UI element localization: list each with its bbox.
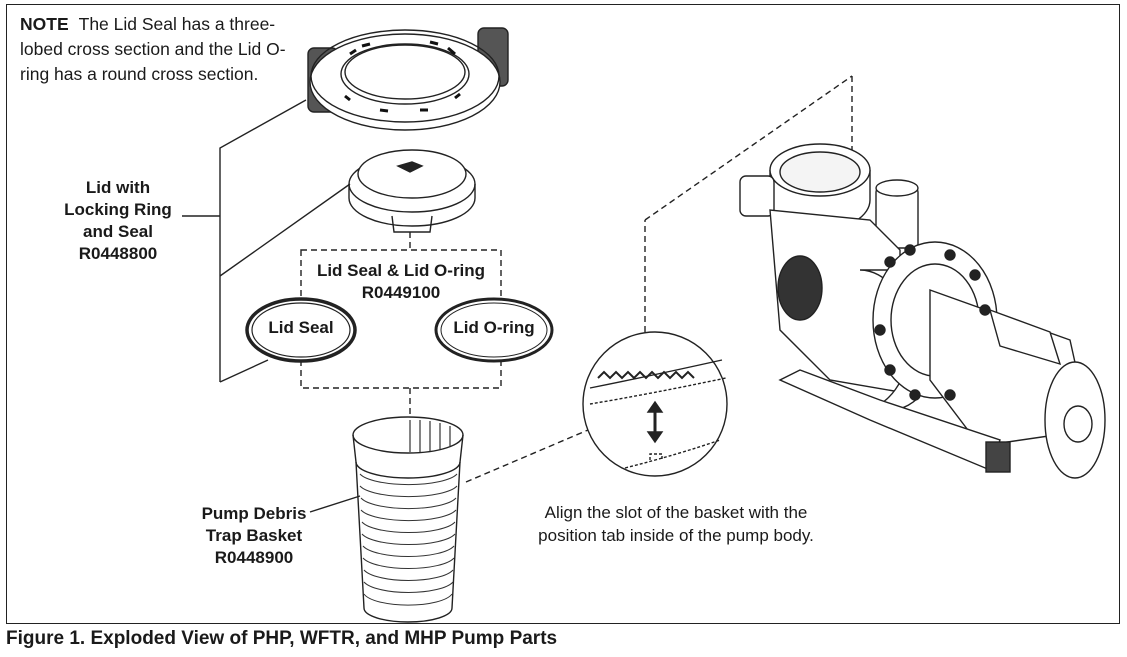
- basket-label-line2: Trap Basket: [205, 526, 303, 545]
- basket-part-number: R0448900: [214, 548, 294, 567]
- lid-label-line2: Locking Ring: [64, 200, 172, 219]
- locking-ring: [307, 27, 509, 131]
- lid-seal-label: Lid Seal: [268, 318, 334, 337]
- seal-kit-title: Lid Seal & Lid O-ring: [316, 261, 486, 280]
- lid-oring-label: Lid O-ring: [453, 318, 535, 337]
- pump-lid: [348, 149, 476, 233]
- lid-oring-ring: [434, 297, 554, 363]
- lid-callout-lines: [182, 99, 351, 383]
- pump-body: [739, 143, 1106, 479]
- lid-part-number: R0448800: [78, 244, 158, 263]
- instruction-line2: position tab inside of the pump body.: [538, 526, 814, 545]
- lid-seal-ring: [245, 297, 357, 363]
- debris-basket: [309, 416, 464, 623]
- figure-frame: [6, 4, 1120, 624]
- lid-label-line3: and Seal: [83, 222, 153, 241]
- alignment-instruction: Align the slot of the basket with the po…: [500, 501, 852, 547]
- lid-label: Lid with Locking Ring and Seal R0448800: [48, 177, 188, 265]
- note-keyword: NOTE: [20, 14, 69, 34]
- slot-alignment-detail: [582, 331, 728, 477]
- seal-kit-label: Lid Seal & Lid O-ring R0449100: [300, 260, 502, 304]
- basket-label-line1: Pump Debris: [201, 504, 307, 523]
- figure-caption: Figure 1. Exploded View of PHP, WFTR, an…: [6, 628, 558, 649]
- lid-label-line1: Lid with: [85, 178, 151, 197]
- note-text: The Lid Seal has a three-lobed cross sec…: [20, 14, 286, 84]
- basket-label: Pump Debris Trap Basket R0448900: [184, 503, 324, 569]
- seal-kit-dashed-box: [300, 232, 502, 420]
- instruction-line1: Align the slot of the basket with the: [544, 503, 808, 522]
- seal-kit-part-number: R0449100: [361, 283, 441, 302]
